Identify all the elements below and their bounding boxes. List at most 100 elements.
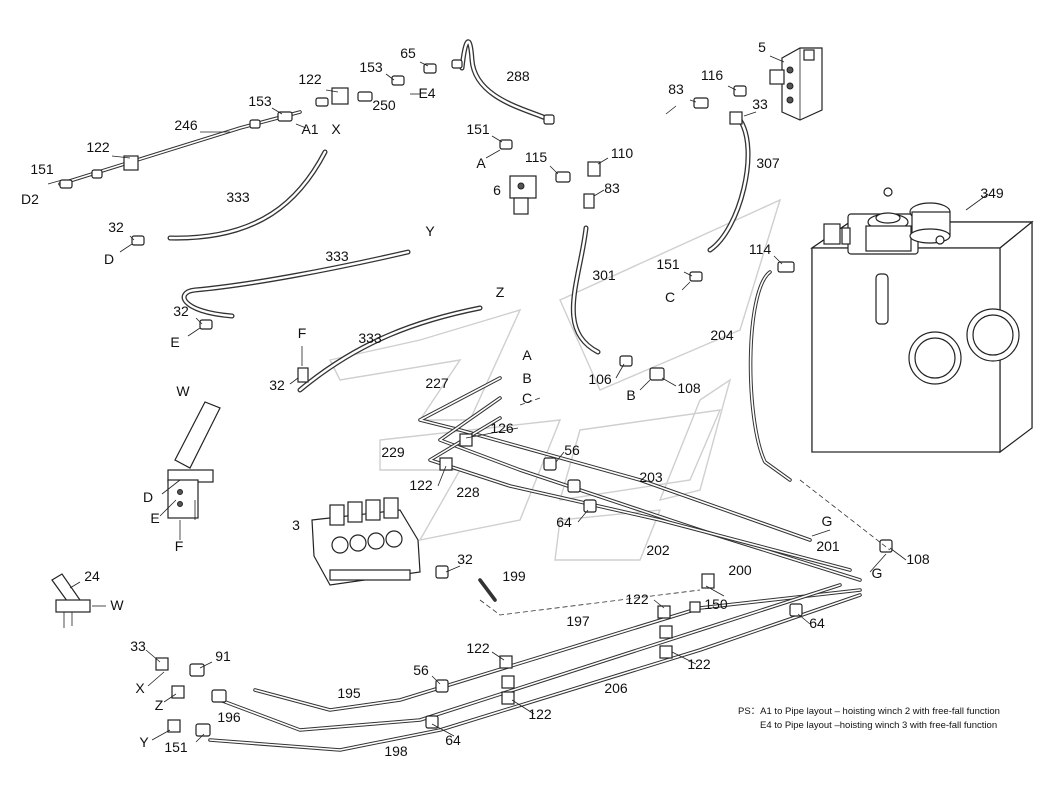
callout-c-x2: X	[135, 680, 145, 696]
callout-c-333-c: 333	[358, 330, 382, 346]
callout-c-64-a: 64	[556, 514, 572, 530]
solenoid-valve	[509, 175, 537, 215]
callout-c-246: 246	[174, 117, 198, 133]
callout-c-151-c: 151	[656, 256, 680, 272]
callout-c-333-b: 333	[325, 248, 349, 264]
callout-c-227: 227	[425, 375, 449, 391]
callout-c-w-b: W	[110, 597, 124, 613]
hoses	[167, 39, 751, 393]
callout-c-32-b: 32	[173, 303, 189, 319]
control-valve-bank	[311, 497, 421, 586]
watermark	[328, 198, 782, 561]
callout-c-116: 116	[701, 67, 724, 83]
callout-c-115: 115	[525, 149, 548, 165]
valve-block	[769, 47, 823, 121]
callout-c-197: 197	[566, 613, 590, 629]
callout-c-201: 201	[816, 538, 840, 554]
callout-c-c-a: C	[665, 289, 675, 305]
callout-c-d-b: D	[143, 489, 153, 505]
callout-c-122-c: 122	[409, 477, 433, 493]
callout-c-a: A	[476, 155, 486, 171]
callout-c-110: 110	[611, 145, 634, 161]
callout-c-333-a: 333	[226, 189, 250, 205]
callout-c-122-g: 122	[528, 706, 552, 722]
callout-c-64-c: 64	[445, 732, 461, 748]
callout-c-349: 349	[980, 185, 1004, 201]
callout-c-200: 200	[728, 562, 752, 578]
callout-c-106: 106	[588, 371, 612, 387]
callout-c-24: 24	[84, 568, 100, 584]
callout-c-33-a: 33	[752, 96, 768, 112]
callout-c-3: 3	[292, 517, 300, 533]
callout-c-83-a: 83	[604, 180, 620, 196]
callout-c-122-e: 122	[466, 640, 490, 656]
callout-c-z1: Z	[496, 284, 505, 300]
callout-c-y2: Y	[139, 734, 149, 750]
callout-c-122-b: 122	[298, 71, 322, 87]
callout-c-288: 288	[506, 68, 530, 84]
callout-c-202: 202	[646, 542, 670, 558]
callout-c-150: 150	[704, 596, 728, 612]
fittings	[59, 59, 893, 737]
callout-c-c-b: C	[522, 390, 532, 406]
note-line-1: PS：A1 to Pipe layout – hoisting winch 2 …	[738, 706, 1000, 717]
callout-c-83-b: 83	[668, 81, 684, 97]
callout-c-f-a: F	[298, 325, 307, 341]
callout-c-153-b: 153	[359, 59, 383, 75]
callout-c-65: 65	[400, 45, 416, 61]
callout-c-e-a: E	[170, 334, 179, 350]
callout-c-x1: X	[331, 121, 341, 137]
callout-c-b-a: B	[522, 370, 531, 386]
callout-c-f-b: F	[175, 538, 184, 554]
callout-c-64-b: 64	[809, 615, 825, 631]
callout-c-204: 204	[710, 327, 734, 343]
callout-c-203: 203	[639, 469, 663, 485]
callout-c-122-d: 122	[625, 591, 649, 607]
callout-c-206: 206	[604, 680, 628, 696]
callout-c-a1: A1	[301, 121, 318, 137]
callout-c-z2: Z	[155, 697, 164, 713]
callout-c-a-b: A	[522, 347, 532, 363]
callout-c-d2: D2	[21, 191, 39, 207]
callout-c-122-f: 122	[687, 656, 711, 672]
callout-c-199: 199	[502, 568, 526, 584]
callout-c-d-a: D	[104, 251, 114, 267]
callout-c-151-a: 151	[466, 121, 490, 137]
callout-c-151-e: 151	[164, 739, 188, 755]
callout-c-32-a: 32	[108, 219, 124, 235]
callout-c-307: 307	[756, 155, 780, 171]
callout-c-g-b: G	[872, 565, 883, 581]
pipes	[58, 110, 862, 752]
hydraulic-tank	[810, 187, 1034, 454]
callout-c-33-b: 33	[130, 638, 146, 654]
callout-c-b-b: B	[626, 387, 635, 403]
callout-c-196: 196	[217, 709, 241, 725]
callout-c-114: 114	[749, 241, 772, 257]
foot-pedal	[167, 401, 221, 520]
callout-c-228: 228	[456, 484, 480, 500]
callout-c-250: 250	[372, 97, 396, 113]
note-line-2: E4 to Pipe layout –hoisting winch 3 with…	[760, 720, 997, 731]
callout-c-108-b: 108	[906, 551, 930, 567]
callout-c-w-a: W	[176, 383, 190, 399]
callout-c-32-c: 32	[269, 377, 285, 393]
callout-c-122-a: 122	[86, 139, 110, 155]
callout-c-151-d2: 151	[30, 161, 54, 177]
callout-c-56-a: 56	[564, 442, 580, 458]
callout-c-5: 5	[758, 39, 766, 55]
leader-lines	[47, 55, 989, 743]
callout-c-126: 126	[490, 420, 514, 436]
callout-c-301: 301	[592, 267, 616, 283]
callout-c-y1: Y	[425, 223, 435, 239]
callout-c-153-a: 153	[248, 93, 272, 109]
callout-c-32-d: 32	[457, 551, 473, 567]
callout-c-108-a: 108	[677, 380, 701, 396]
small-pedal	[51, 573, 91, 628]
callout-c-56-b: 56	[413, 662, 429, 678]
callout-c-g-a: G	[822, 513, 833, 529]
callout-c-e4: E4	[418, 85, 435, 101]
dashed-lines	[479, 397, 891, 616]
callout-c-91: 91	[215, 648, 231, 664]
